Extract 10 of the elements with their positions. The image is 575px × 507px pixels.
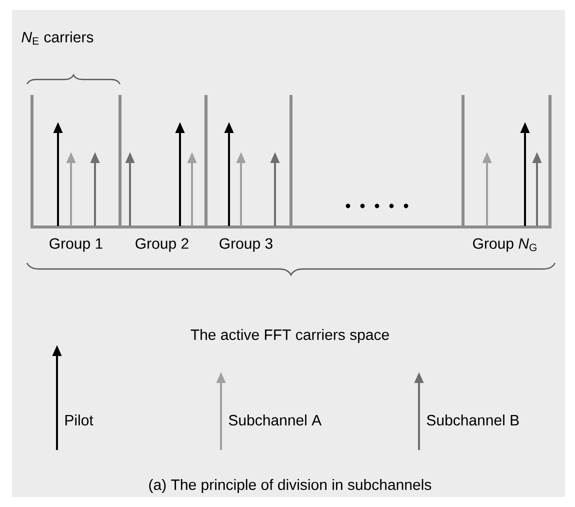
group-label: Group 3	[220, 238, 272, 252]
text-label: The active FFT carriers space	[190, 329, 389, 343]
legend-label: Subchannel A	[228, 414, 322, 426]
caption: (a) The principle of division in subchannels	[149, 479, 432, 493]
group-label: Group N$_{G}$	[473, 238, 536, 252]
group-label: Group 1	[50, 238, 102, 252]
group-label: Group 2	[136, 238, 188, 252]
legend-label: Pilot	[65, 414, 94, 426]
text-label: N$_{E}$ carriers	[22, 31, 94, 45]
legend-label: Subchannel B	[426, 414, 519, 426]
